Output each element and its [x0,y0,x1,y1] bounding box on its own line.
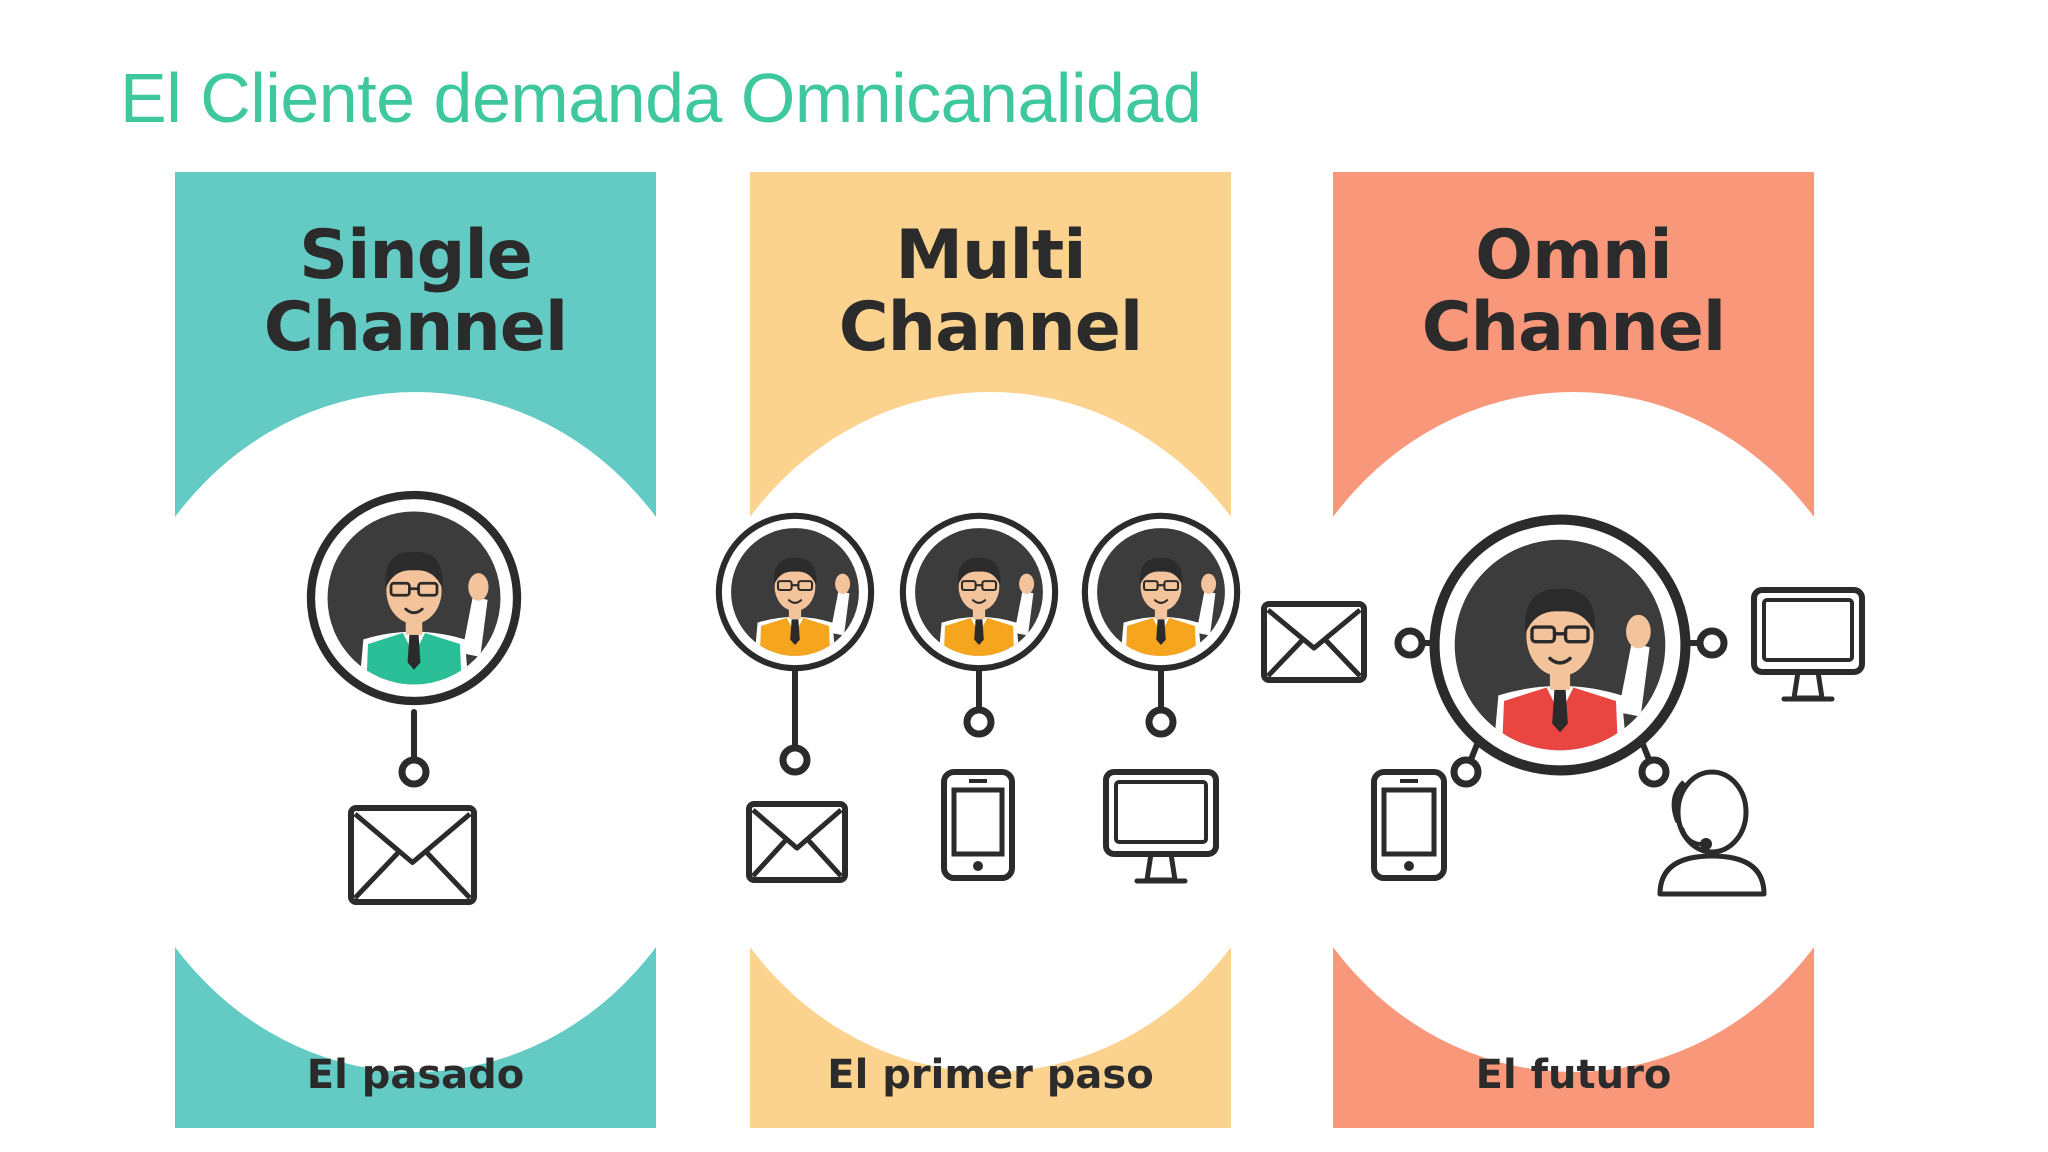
monitor-icon [1103,769,1219,884]
connector-line [398,709,430,788]
person-icon [306,490,522,706]
mobile-phone-icon [941,769,1015,881]
email-icon [1261,601,1367,683]
heading-line-1: Single [299,216,533,295]
heading-line-2: Channel [838,288,1143,367]
heading-line-2: Channel [263,288,568,367]
panel-footer: El futuro [1475,1052,1672,1098]
heading-line-1: Omni [1475,216,1672,295]
email-icon [348,805,477,905]
panel-heading: Omni Channel [1333,220,1814,364]
person-icon [715,512,875,672]
panel-footer: El primer paso [827,1052,1154,1098]
slide-title: El Cliente demanda Omnicanalidad [120,59,1202,137]
panel-heading: Single Channel [175,220,656,364]
connector-line [1450,729,1485,788]
email-icon [746,801,848,883]
person-icon [899,512,1059,672]
monitor-icon [1751,587,1865,702]
connector-line [1145,647,1177,738]
call-center-agent-icon [1657,769,1767,897]
panel-footer: El pasado [306,1052,525,1098]
person-icon [1429,514,1691,776]
person-icon [1081,512,1241,672]
mobile-phone-icon [1371,769,1447,881]
heading-line-2: Channel [1421,288,1726,367]
panel-heading: Multi Channel [750,220,1231,364]
heading-line-1: Multi [895,216,1086,295]
